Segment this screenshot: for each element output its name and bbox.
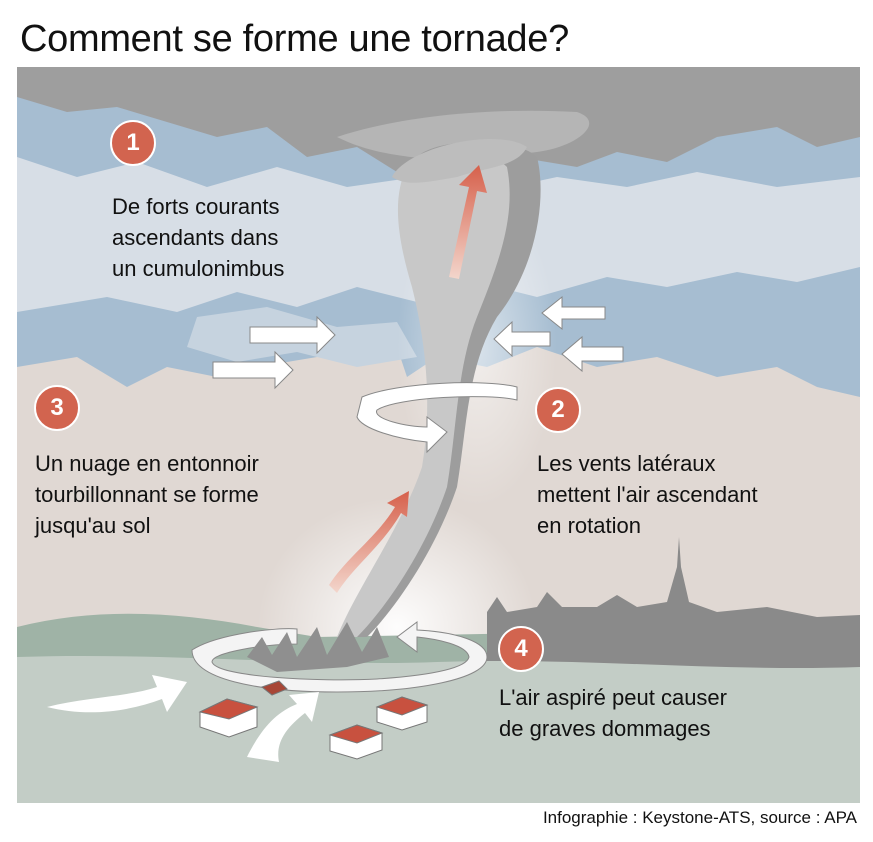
step-3-line: Un nuage en entonnoir <box>35 451 259 476</box>
debris <box>247 622 389 672</box>
step-1-line: ascendants dans <box>112 225 279 250</box>
skyline <box>487 537 860 677</box>
step-4-line: de graves dommages <box>499 716 711 741</box>
storm-cloud-mid <box>337 110 590 162</box>
step-2-line: mettent l'air ascendant <box>537 482 758 507</box>
step-1-line: un cumulonimbus <box>112 256 285 281</box>
step-1-badge: 1 <box>110 120 156 166</box>
step-2-line: en rotation <box>537 513 641 538</box>
step-4-badge: 4 <box>498 626 544 672</box>
credit-line: Infographie : Keystone-ATS, source : APA <box>542 808 857 827</box>
step-4-text: L'air aspiré peut causer de graves domma… <box>499 682 727 744</box>
page-title: Comment se forme une tornade? <box>20 18 569 60</box>
tornado-top <box>392 138 527 183</box>
rotation-ring-upper <box>356 382 518 454</box>
step-3-line: jusqu'au sol <box>35 513 151 538</box>
side-wind-arrows <box>212 295 624 390</box>
upward-arrow-top <box>449 165 487 279</box>
step-3-badge: 3 <box>34 385 80 431</box>
tornado-illustration: 1 De forts courants ascendants dans un c… <box>17 67 860 803</box>
ground-wind-arrows <box>47 675 319 762</box>
ground <box>17 655 860 803</box>
illustration-svg <box>17 67 860 803</box>
houses <box>198 680 429 760</box>
step-3-line: tourbillonnant se forme <box>35 482 259 507</box>
step-3-text: Un nuage en entonnoir tourbillonnant se … <box>35 448 259 541</box>
step-2-line: Les vents latéraux <box>537 451 716 476</box>
upward-arrow-bottom <box>329 491 409 593</box>
step-2-badge: 2 <box>535 387 581 433</box>
step-2-text: Les vents latéraux mettent l'air ascenda… <box>537 448 758 541</box>
step-1-text: De forts courants ascendants dans un cum… <box>112 191 284 284</box>
tornado-funnel <box>337 152 510 637</box>
step-4-line: L'air aspiré peut causer <box>499 685 727 710</box>
step-1-line: De forts courants <box>112 194 280 219</box>
